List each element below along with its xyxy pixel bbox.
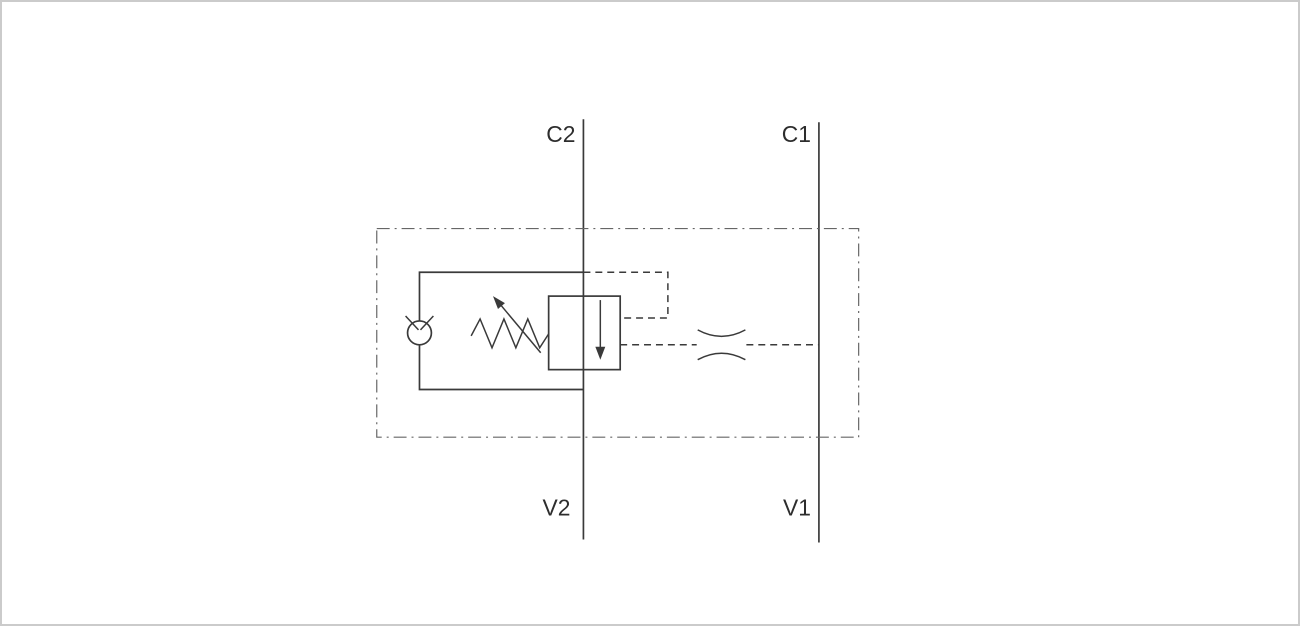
check-valve-seat-left bbox=[405, 315, 420, 331]
spring-adjust-arrow-head bbox=[493, 296, 505, 310]
pilot-line-from-c2 bbox=[583, 271, 669, 319]
pilot-lines bbox=[583, 271, 819, 346]
check-valve-seat-right bbox=[419, 315, 434, 331]
spring-zigzag bbox=[470, 317, 550, 350]
pilot-orifice bbox=[697, 329, 746, 361]
orifice-arc-top bbox=[697, 329, 746, 338]
spring-adjust-arrow-shaft bbox=[499, 303, 542, 354]
port-label-v1: V1 bbox=[783, 495, 811, 521]
port-lines bbox=[582, 119, 820, 543]
valve-element bbox=[547, 295, 622, 371]
orifice-arc-bottom bbox=[697, 352, 746, 361]
port-label-c2: C2 bbox=[546, 121, 575, 147]
check-branch-line-bottom bbox=[418, 344, 584, 391]
adjustable-spring bbox=[470, 296, 550, 354]
port-label-v2: V2 bbox=[543, 495, 571, 521]
port-labels: C2 C1 V2 V1 bbox=[543, 121, 811, 521]
check-valve-branch bbox=[405, 271, 584, 391]
check-branch-line-top bbox=[418, 271, 584, 321]
flow-path-arrow-head bbox=[595, 346, 606, 360]
valve-envelope bbox=[376, 227, 860, 438]
valve-body-box bbox=[547, 295, 622, 371]
check-valve-ball bbox=[406, 320, 433, 346]
port-label-c1: C1 bbox=[782, 121, 811, 147]
